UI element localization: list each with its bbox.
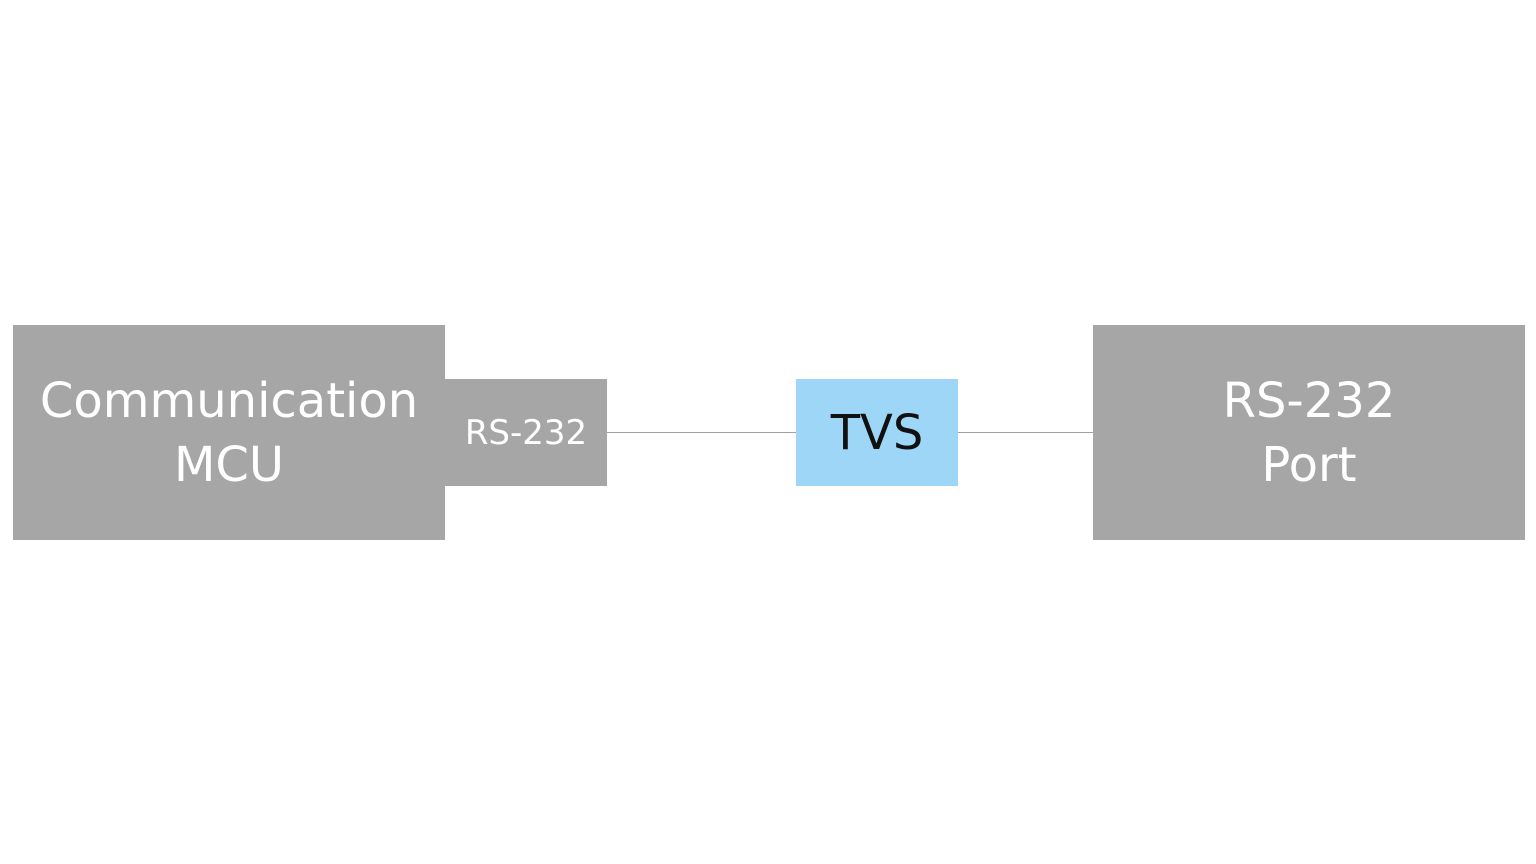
tvs-label: TVS	[830, 404, 924, 461]
connection-line-tvs-to-port	[958, 432, 1093, 433]
port-label-line1: RS-232	[1222, 372, 1396, 429]
communication-mcu-label: Communication MCU	[40, 369, 418, 497]
mcu-rs232-interface-block: RS-232	[445, 379, 607, 486]
communication-mcu-block: Communication MCU	[13, 325, 445, 540]
connection-line-mcu-to-tvs	[607, 432, 796, 433]
mcu-rs232-interface-label: RS-232	[464, 412, 588, 453]
rs232-port-block: RS-232 Port	[1093, 325, 1525, 540]
port-label-line2: Port	[1261, 436, 1357, 493]
mcu-label-line2: MCU	[173, 436, 285, 493]
rs232-port-label: RS-232 Port	[1223, 369, 1396, 497]
tvs-block: TVS	[796, 379, 958, 486]
mcu-label-line1: Communication	[39, 372, 419, 429]
